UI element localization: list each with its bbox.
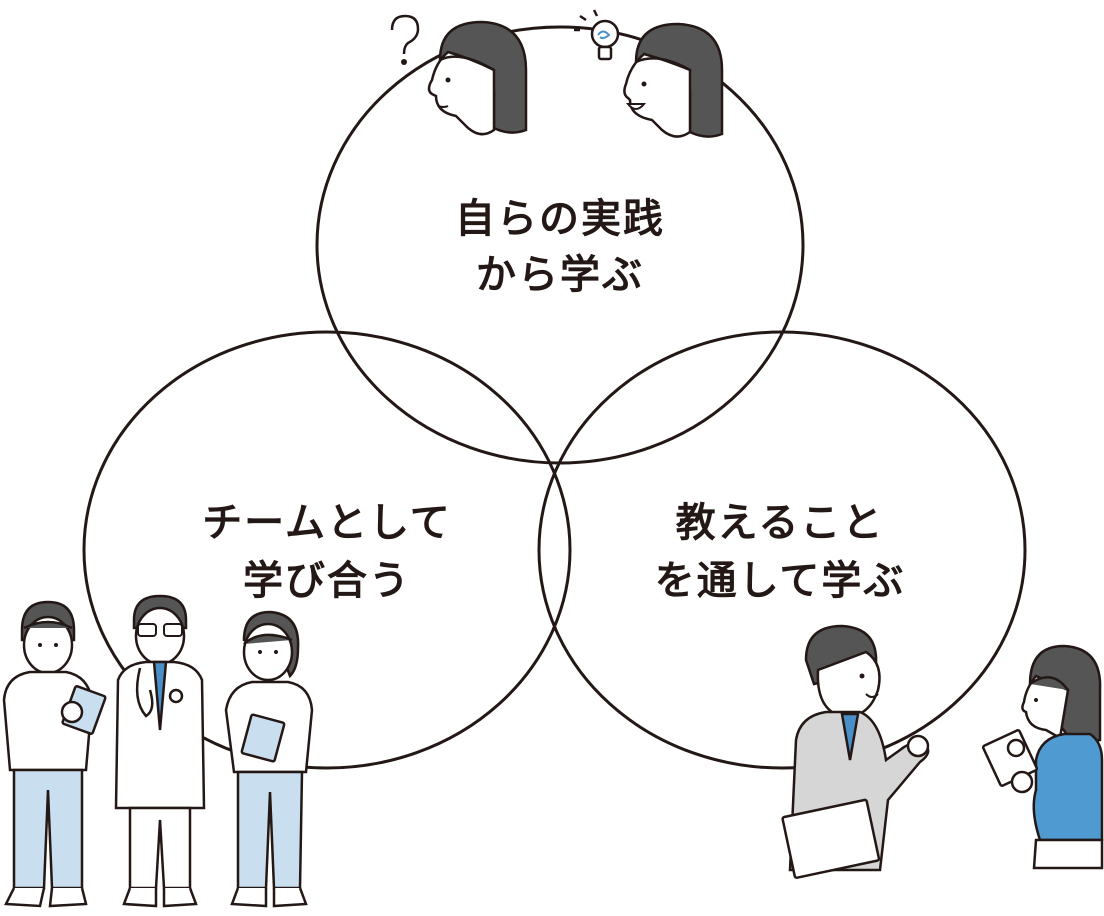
venn-circle-top bbox=[315, 25, 805, 465]
light-bulb-icon bbox=[574, 9, 620, 61]
venn-circle-right bbox=[537, 330, 1027, 770]
nurse-woman-with-tablet bbox=[224, 610, 314, 908]
woman-taking-notes bbox=[981, 644, 1104, 870]
right-circle-label-line-2: を通して学ぶ bbox=[655, 558, 906, 604]
businessman-explaining bbox=[781, 624, 930, 879]
woman-idea-head bbox=[623, 22, 724, 138]
nurse-man-with-clipboard bbox=[2, 600, 107, 908]
top-circle-label-line-1: 自らの実践 bbox=[455, 196, 665, 242]
left-circle-label-line-2: 学び合う bbox=[243, 558, 411, 604]
right-circle-label-line-1: 教えること bbox=[676, 500, 885, 546]
left-circle-label-line-1: チームとして bbox=[202, 500, 452, 546]
top-circle-label-line-2: から学ぶ bbox=[476, 252, 644, 298]
venn-circle-left bbox=[82, 330, 572, 770]
question-mark-icon bbox=[390, 14, 420, 65]
doctor-with-stethoscope bbox=[114, 594, 206, 908]
woman-thinking-head bbox=[427, 20, 528, 136]
